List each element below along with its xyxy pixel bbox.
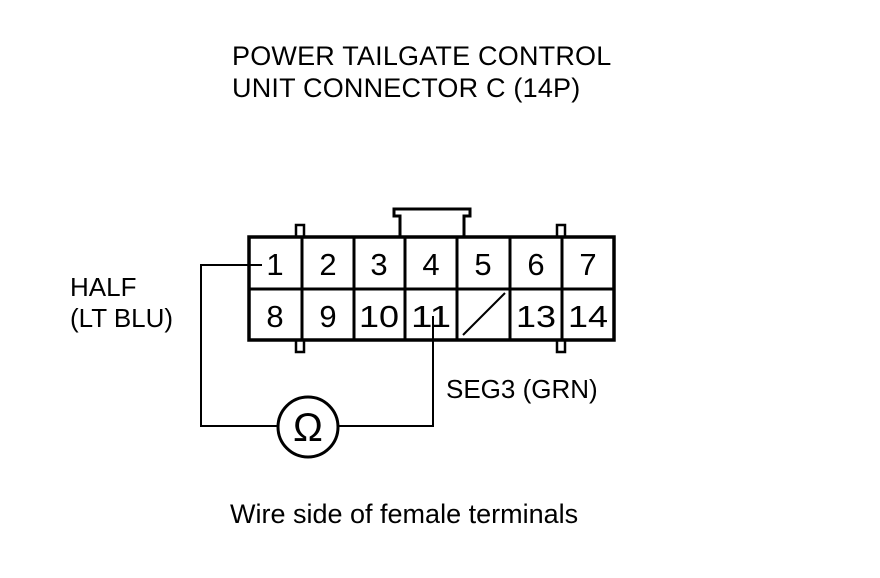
terminal-6: 6 (527, 247, 544, 282)
diagram-caption: Wire side of female terminals (230, 499, 579, 529)
terminal-3: 3 (370, 247, 387, 282)
terminal-13: 13 (516, 299, 556, 334)
empty-cavity-slash (462, 292, 506, 336)
terminal-14: 14 (568, 299, 608, 334)
guide-pin-top-left (294, 223, 306, 239)
terminal-9: 9 (319, 299, 336, 334)
diagram-title: POWER TAILGATE CONTROL UNIT CONNECTOR C … (232, 40, 611, 104)
title-line-1: POWER TAILGATE CONTROL (232, 41, 612, 71)
terminal-row-top: 1 2 3 4 5 6 7 (266, 247, 596, 282)
guide-pin-top-right (555, 223, 567, 239)
wire-label-seg3: SEG3 (GRN) (446, 374, 598, 404)
guide-pin-bottom-left (294, 338, 306, 354)
terminal-10: 10 (359, 299, 399, 334)
terminal-5: 5 (474, 247, 491, 282)
wire-half-lt-blu (200, 264, 278, 427)
terminal-2: 2 (319, 247, 336, 282)
terminal-1: 1 (266, 247, 283, 282)
connector-lock-tab (392, 207, 472, 237)
ohm-symbol: Ω (293, 406, 323, 450)
title-line-2: UNIT CONNECTOR C (14P) (232, 73, 581, 103)
wire-label-half: HALF (LT BLU) (70, 272, 173, 334)
terminal-7: 7 (579, 247, 596, 282)
terminal-8: 8 (266, 299, 283, 334)
terminal-4: 4 (422, 247, 439, 282)
wire-name-half: HALF (70, 272, 137, 302)
terminal-11: 11 (411, 299, 451, 334)
ohmmeter-icon: Ω (276, 395, 340, 459)
wire-seg3-grn (338, 316, 434, 427)
wire-color-lt-blu: (LT BLU) (70, 303, 174, 333)
guide-pin-bottom-right (555, 338, 567, 354)
terminal-row-bottom: 8 9 10 11 13 14 (266, 299, 608, 334)
cavity-dividers (300, 237, 564, 340)
